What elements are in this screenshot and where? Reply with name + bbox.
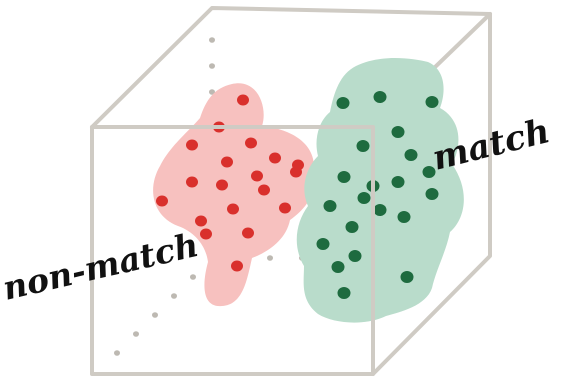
non-match-point	[231, 260, 243, 271]
axis-dot	[152, 312, 158, 318]
non-match-point	[258, 184, 270, 195]
match-point	[392, 126, 405, 138]
axis-dot	[190, 274, 196, 280]
axis-dot	[209, 37, 215, 43]
non-match-point	[195, 215, 207, 226]
axis-dot	[171, 293, 177, 299]
match-point	[426, 96, 439, 108]
match-point	[374, 204, 387, 216]
match-point	[398, 211, 411, 223]
non-match-point	[242, 227, 254, 238]
axis-dot	[114, 350, 120, 356]
non-match-cluster-region	[153, 83, 315, 306]
match-point	[401, 271, 414, 283]
non-match-point	[186, 176, 198, 187]
non-match-point	[227, 203, 239, 214]
match-point	[392, 176, 405, 188]
match-point	[349, 250, 362, 262]
axis-dot	[267, 255, 273, 261]
non-match-point	[186, 139, 198, 150]
non-match-point	[237, 94, 249, 105]
match-point	[426, 188, 439, 200]
non-match-point	[251, 170, 263, 181]
non-match-point	[269, 152, 281, 163]
axis-dot	[133, 331, 139, 337]
match-point	[317, 238, 330, 250]
match-point	[374, 91, 387, 103]
non-match-point	[156, 195, 168, 206]
match-point	[358, 192, 371, 204]
non-match-point	[279, 202, 291, 213]
non-match-point	[290, 166, 302, 177]
match-point	[346, 221, 359, 233]
match-point	[338, 287, 351, 299]
non-match-point	[221, 156, 233, 167]
axis-dot	[209, 63, 215, 69]
match-point	[332, 261, 345, 273]
match-point	[357, 140, 370, 152]
non-match-point	[216, 179, 228, 190]
non-match-point	[245, 137, 257, 148]
match-point	[405, 149, 418, 161]
match-point	[337, 97, 350, 109]
match-point	[338, 171, 351, 183]
non-match-point	[200, 228, 212, 239]
match-point	[423, 166, 436, 178]
match-point	[324, 200, 337, 212]
